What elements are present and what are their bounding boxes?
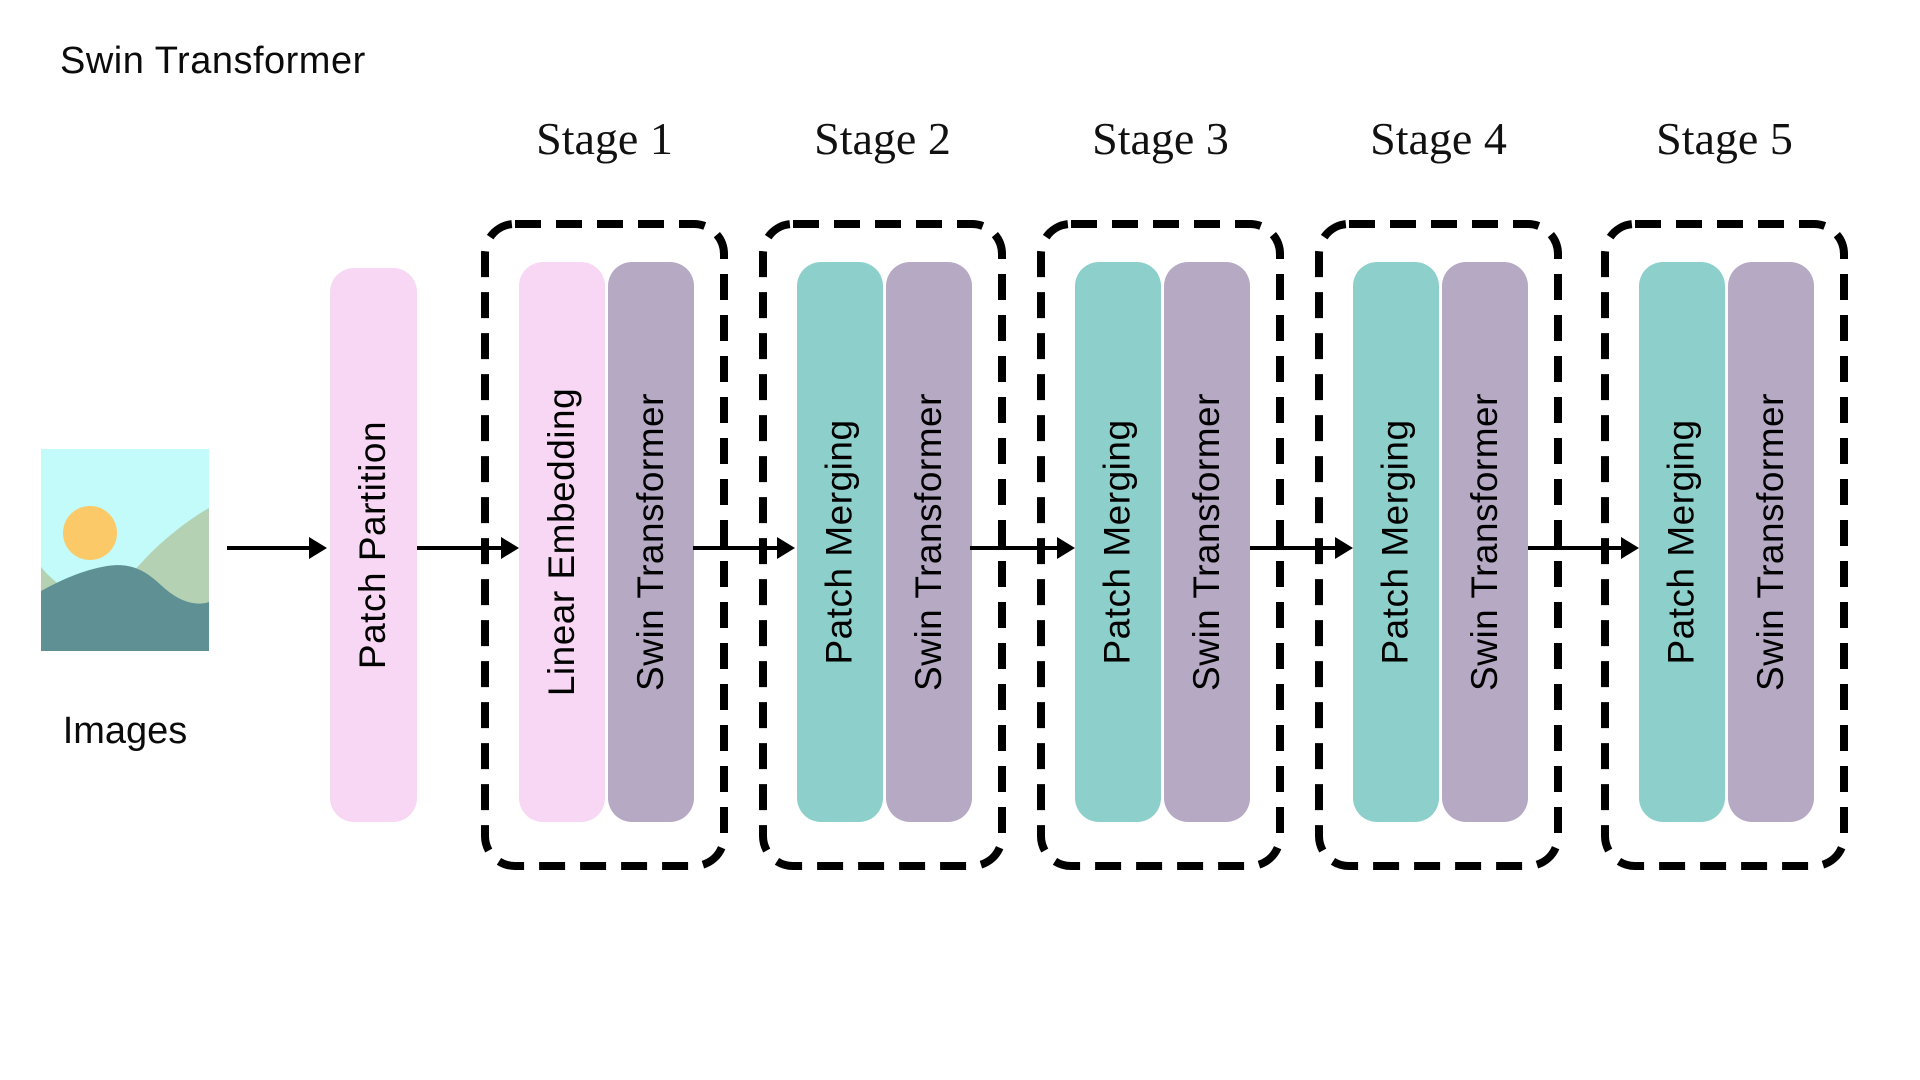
patch-partition-label: Patch Partition bbox=[352, 420, 394, 670]
stage-1-label: Stage 1 bbox=[536, 113, 673, 164]
stage-5-box: Patch Merging Swin Transformer bbox=[1601, 220, 1848, 870]
sun-icon bbox=[63, 506, 117, 560]
dashed-border bbox=[759, 220, 1006, 870]
patch-merging-label: Patch Merging bbox=[1375, 419, 1417, 665]
diagram-title: Swin Transformer bbox=[60, 40, 366, 82]
patch-partition-block: Patch Partition bbox=[330, 268, 417, 822]
swin-transformer-block: Swin Transformer bbox=[1164, 262, 1250, 822]
swin-transformer-label: Swin Transformer bbox=[908, 393, 950, 691]
flow-arrow-stage-1-to-stage-2 bbox=[693, 537, 795, 559]
patch-merging-block: Patch Merging bbox=[1639, 262, 1725, 822]
patch-merging-block: Patch Merging bbox=[797, 262, 883, 822]
stage-1-box: Linear Embedding Swin Transformer bbox=[481, 220, 728, 870]
dashed-border bbox=[1315, 220, 1562, 870]
patch-merging-label: Patch Merging bbox=[1097, 419, 1139, 665]
swin-transformer-label: Swin Transformer bbox=[630, 393, 672, 691]
patch-merging-label: Patch Merging bbox=[819, 419, 861, 665]
dashed-border bbox=[1037, 220, 1284, 870]
stage-5-label: Stage 5 bbox=[1656, 113, 1793, 164]
linear-embedding-label: Linear Embedding bbox=[541, 387, 583, 697]
arrowhead-icon bbox=[309, 537, 327, 559]
flow-arrow-stage-3-to-stage-4 bbox=[1250, 537, 1353, 559]
flow-arrow-stage-4-to-stage-5 bbox=[1528, 537, 1639, 559]
dashed-border bbox=[1601, 220, 1848, 870]
stage-3-box: Patch Merging Swin Transformer bbox=[1037, 220, 1284, 870]
linear-embedding-block: Linear Embedding bbox=[519, 262, 605, 822]
swin-transformer-label: Swin Transformer bbox=[1750, 393, 1792, 691]
swin-transformer-block: Swin Transformer bbox=[1728, 262, 1814, 822]
arrowhead-icon bbox=[1335, 537, 1353, 559]
patch-merging-block: Patch Merging bbox=[1075, 262, 1161, 822]
flow-arrow-stage-2-to-stage-3 bbox=[970, 537, 1075, 559]
stage-3-label: Stage 3 bbox=[1092, 113, 1229, 164]
swin-transformer-block: Swin Transformer bbox=[886, 262, 972, 822]
images-label: Images bbox=[62, 710, 188, 752]
arrowhead-icon bbox=[1057, 537, 1075, 559]
stage-4-box: Patch Merging Swin Transformer bbox=[1315, 220, 1562, 870]
swin-transformer-block: Swin Transformer bbox=[608, 262, 694, 822]
stage-2-label: Stage 2 bbox=[814, 113, 951, 164]
swin-transformer-block: Swin Transformer bbox=[1442, 262, 1528, 822]
swin-transformer-label: Swin Transformer bbox=[1464, 393, 1506, 691]
arrowhead-icon bbox=[1621, 537, 1639, 559]
flow-arrow-images-to-patch-partition bbox=[227, 537, 327, 559]
dark-hill-shape bbox=[41, 565, 209, 651]
dashed-border bbox=[481, 220, 728, 870]
landscape-image-icon bbox=[41, 449, 209, 651]
arrowhead-icon bbox=[777, 537, 795, 559]
patch-merging-block: Patch Merging bbox=[1353, 262, 1439, 822]
swin-transformer-label: Swin Transformer bbox=[1186, 393, 1228, 691]
arrowhead-icon bbox=[501, 537, 519, 559]
flow-arrow-patch-partition-to-stage-1 bbox=[417, 537, 519, 559]
stage-4-label: Stage 4 bbox=[1370, 113, 1507, 164]
stage-2-box: Patch Merging Swin Transformer bbox=[759, 220, 1006, 870]
patch-merging-label: Patch Merging bbox=[1661, 419, 1703, 665]
